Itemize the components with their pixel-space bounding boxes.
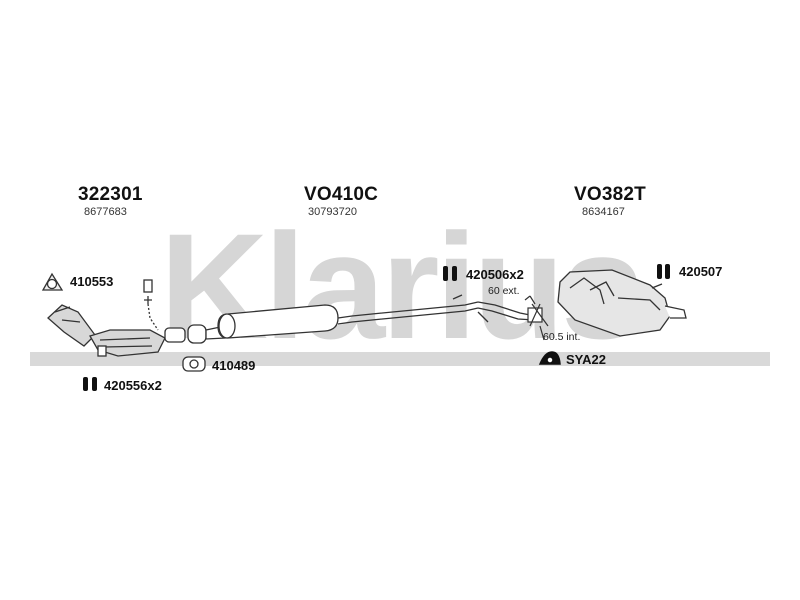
gasket-icon: [41, 272, 64, 291]
part-label-hanger-mid: 420506x2: [466, 267, 524, 282]
oem-number: 8677683: [84, 206, 127, 218]
gasket-icon: [182, 356, 206, 372]
assembly-code: 322301: [78, 184, 143, 205]
middle-silencer: [217, 294, 536, 339]
clamp-icon: [538, 351, 561, 365]
part-label-clamp: SYA22: [566, 352, 606, 367]
pipe-joint: [524, 295, 549, 341]
part-label-gasket-mid: 410489: [212, 358, 256, 373]
catalyst-icon: [47, 279, 166, 357]
note-int: 60.5 int.: [543, 331, 581, 343]
assembly-code: VO382T: [574, 184, 646, 205]
rear-silencer: [557, 269, 687, 337]
part-label-gasket-front: 410553: [70, 274, 114, 289]
note-ext: 60 ext.: [488, 285, 520, 297]
oem-number: 8634167: [582, 206, 625, 218]
assembly-code: VO410C: [304, 184, 379, 205]
hanger-icon: [83, 264, 670, 391]
part-label-hanger-front: 420556x2: [104, 378, 162, 393]
oem-number: 30793720: [308, 206, 357, 218]
part-label-hanger-rear: 420507: [679, 264, 723, 279]
